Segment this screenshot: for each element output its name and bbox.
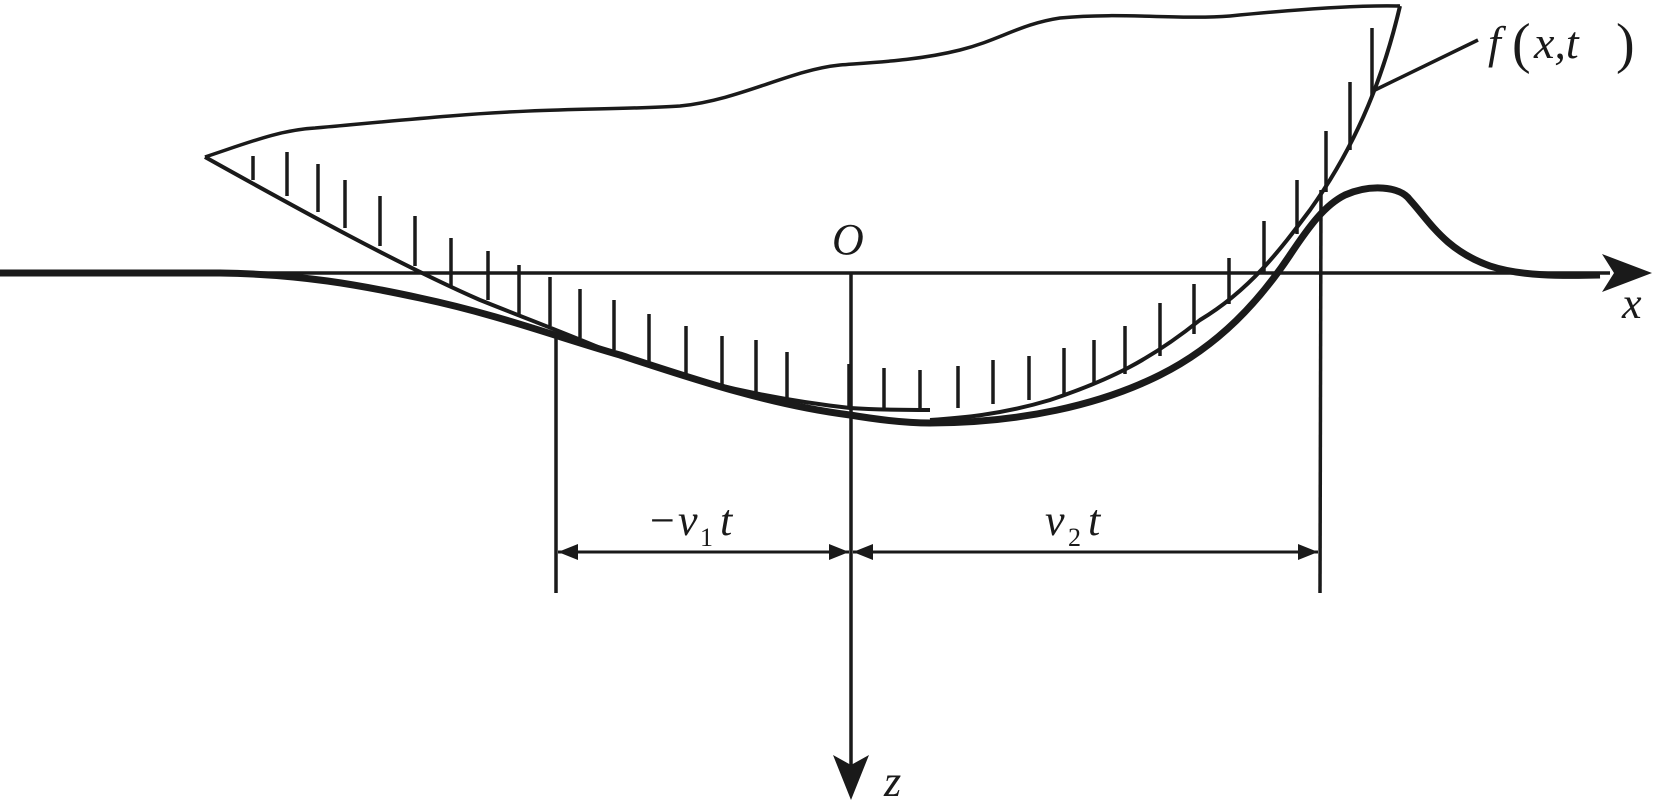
subsidence-basin-curve <box>0 184 1601 427</box>
left-dimension-arrow-end <box>829 544 849 560</box>
origin-label: O <box>832 215 864 264</box>
right-dimension-arrow-start <box>853 544 873 560</box>
left-dim-var: v <box>678 496 698 545</box>
right-dim-var: v <box>1045 496 1065 545</box>
right-dim-sub: 2 <box>1068 523 1081 552</box>
x-axis-label: x <box>1621 279 1642 328</box>
fxt-open-paren: ( <box>1512 13 1531 75</box>
fxt-func: f <box>1488 17 1507 68</box>
left-dim-sub: 1 <box>700 523 713 552</box>
right-reference-line <box>1318 189 1323 594</box>
z-axis-label: z <box>883 757 901 806</box>
right-dimension-label: v 2 t <box>1045 496 1102 552</box>
arrow-right-icon <box>1602 254 1652 292</box>
fxt-label: f ( x,t ) <box>1488 13 1635 75</box>
hatch-marks <box>251 28 1374 408</box>
right-dimension-arrow-end <box>1298 544 1318 560</box>
left-dimension-label: − v 1 t <box>650 496 734 552</box>
upper-boundary-curve <box>204 4 1401 159</box>
right-dim-t: t <box>1088 496 1102 545</box>
left-dim-t: t <box>720 496 734 545</box>
fxt-args: x,t <box>1533 17 1580 68</box>
left-dim-minus: − <box>650 496 675 545</box>
surface-curve-fxt <box>929 5 1402 422</box>
fxt-leader-line <box>1374 38 1479 92</box>
left-dimension-arrow-start <box>558 544 578 560</box>
fxt-close-paren: ) <box>1616 13 1635 75</box>
arrow-down-icon <box>833 755 869 800</box>
left-boundary-line <box>204 155 931 412</box>
